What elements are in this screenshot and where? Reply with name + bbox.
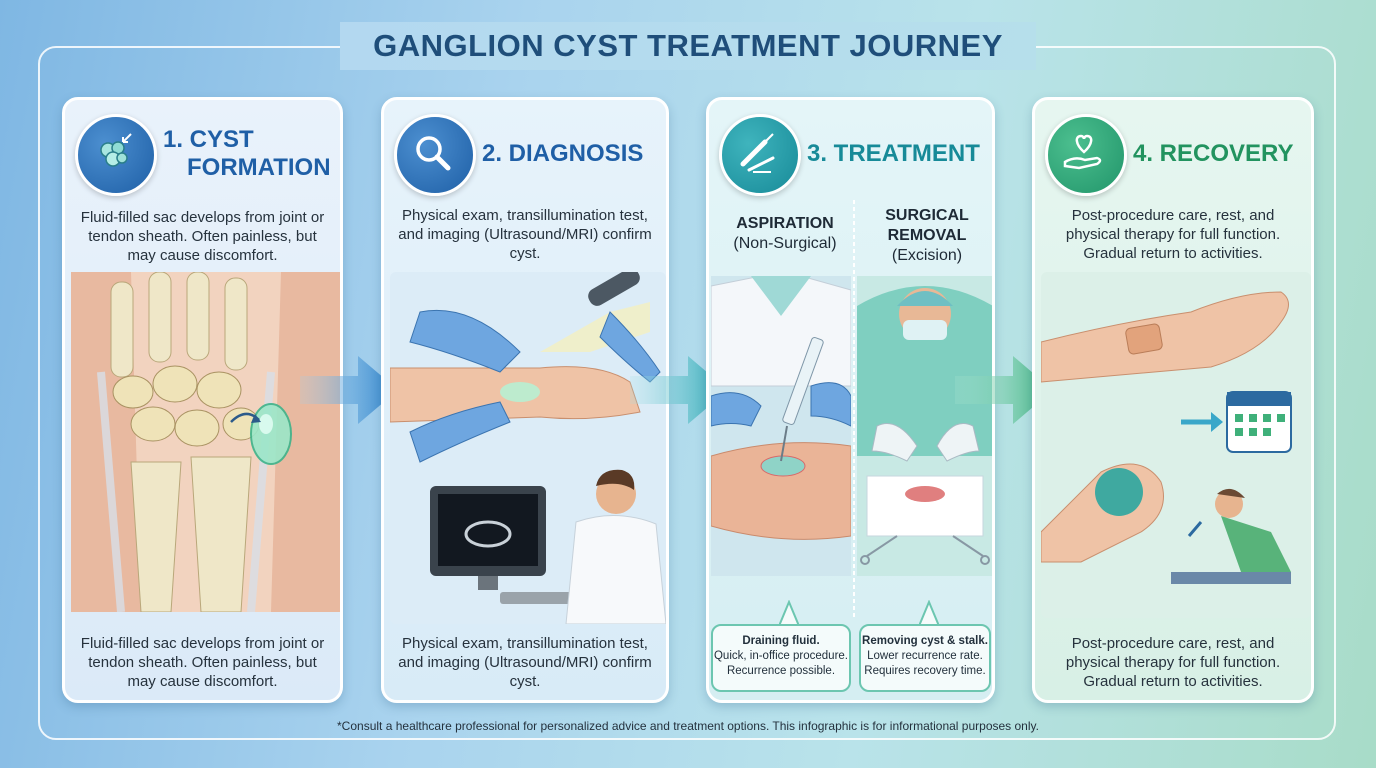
syringe-scalpel-icon	[719, 114, 801, 196]
option-surgical-heading: SURGICAL REMOVAL (Excision)	[859, 206, 992, 266]
diagnosis-illustration	[390, 272, 666, 624]
disclaimer-footnote: *Consult a healthcare professional for p…	[337, 719, 1039, 733]
page-title: GANGLION CYST TREATMENT JOURNEY	[340, 22, 1036, 70]
option-subheading: (Non-Surgical)	[733, 235, 837, 252]
step-title: 2. DIAGNOSIS	[482, 140, 644, 167]
bubble-pointer	[919, 600, 939, 626]
surgical-info-bubble: Removing cyst & stalk. Lower recurrence …	[859, 624, 991, 692]
step-title: 4. RECOVERY	[1133, 140, 1294, 167]
bubble-title: Draining fluid.	[742, 635, 820, 647]
aspiration-illustration	[711, 276, 851, 576]
panel-cyst-formation: 1. CYST FORMATION Fluid-filled sac devel…	[62, 97, 343, 703]
surgery-illustration	[857, 276, 992, 576]
arrow-right-icon	[955, 356, 1053, 424]
arrow-right-icon	[630, 356, 728, 424]
panel-diagnosis: 2. DIAGNOSIS Physical exam, transillumin…	[381, 97, 669, 703]
step-description: Post-procedure care, rest, and physical …	[1065, 207, 1281, 262]
bubble-line: Recurrence possible.	[726, 665, 836, 677]
step-description-bottom: Physical exam, transillumination test, a…	[398, 635, 652, 690]
heart-hand-icon	[1045, 114, 1127, 196]
recovery-illustration	[1041, 272, 1311, 618]
aspiration-info-bubble: Draining fluid. Quick, in-office procedu…	[711, 624, 851, 692]
panel-recovery: 4. RECOVERY Post-procedure care, rest, a…	[1032, 97, 1314, 703]
option-heading-line1: SURGICAL	[885, 207, 969, 224]
panel-treatment: 3. TREATMENT ASPIRATION (Non-Surgical) S…	[706, 97, 995, 703]
option-heading: ASPIRATION	[736, 215, 834, 232]
option-subheading: (Excision)	[891, 247, 963, 264]
magnifier-icon	[394, 114, 476, 196]
step-description: Fluid-filled sac develops from joint or …	[80, 209, 325, 264]
bubble-line: Requires recovery time.	[864, 665, 986, 677]
option-aspiration-heading: ASPIRATION (Non-Surgical)	[717, 214, 853, 254]
option-divider	[853, 200, 855, 620]
option-heading-line2: REMOVAL	[887, 227, 967, 244]
wrist-anatomy-illustration	[71, 272, 340, 612]
cells-icon	[75, 114, 157, 196]
arrow-right-icon	[300, 356, 398, 424]
step-description: Physical exam, transillumination test, a…	[398, 207, 652, 262]
step-description-bottom: Post-procedure care, rest, and physical …	[1065, 635, 1281, 690]
bubble-title: Removing cyst & stalk.	[862, 635, 988, 647]
step-title-line2: FORMATION	[187, 154, 331, 181]
step-title: 3. TREATMENT	[807, 140, 980, 167]
step-description-bottom: Fluid-filled sac develops from joint or …	[80, 635, 325, 690]
bubble-line: Quick, in-office procedure.	[713, 650, 849, 662]
bubble-pointer	[779, 600, 799, 626]
step-title-line1: 1. CYST	[163, 126, 254, 153]
bubble-line: Lower recurrence rate.	[867, 650, 983, 662]
